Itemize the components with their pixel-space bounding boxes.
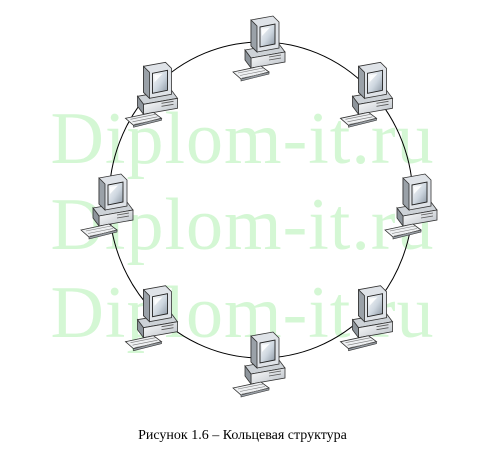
figure-caption: Рисунок 1.6 – Кольцевая структура <box>138 428 347 443</box>
computer-node-icon <box>384 173 438 240</box>
computer-node-icon <box>232 15 286 82</box>
computer-node-icon <box>340 61 393 128</box>
computer-node-icon <box>232 331 286 398</box>
ring-topology-diagram <box>80 15 438 398</box>
computer-node-icon <box>125 61 178 128</box>
computer-node-icon <box>80 173 134 240</box>
computer-node-icon <box>340 285 393 352</box>
computer-node-icon <box>125 285 178 352</box>
